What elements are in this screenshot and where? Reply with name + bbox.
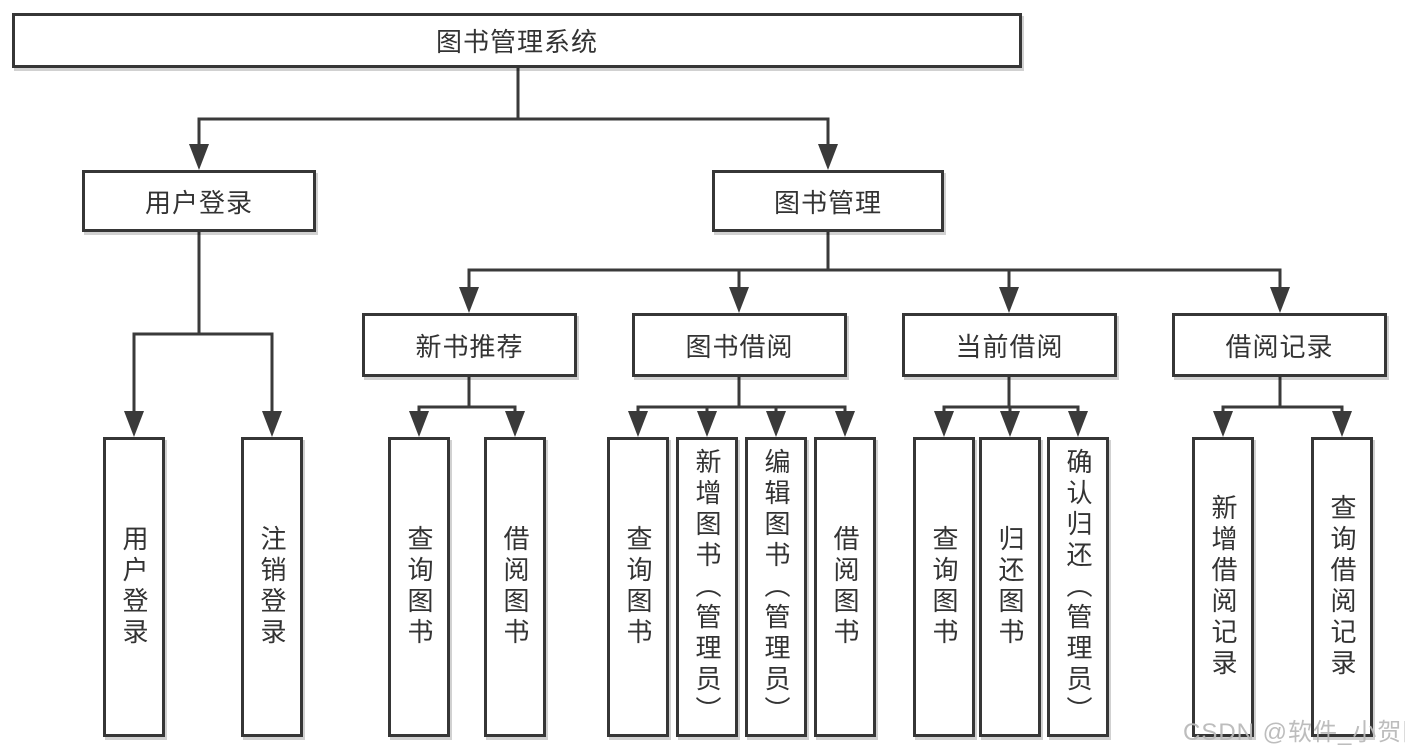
node-user-login: 用户登录 <box>82 170 316 232</box>
node-return-book-label: 归还图书 <box>995 525 1025 649</box>
node-user-login-label: 用户登录 <box>144 187 253 218</box>
connector-book-borrowing-children <box>628 375 855 437</box>
node-user-login-leaf-label: 用户登录 <box>119 525 149 649</box>
node-user-login-leaf: 用户登录 <box>103 437 165 737</box>
node-book-borrowing-label: 图书借阅 <box>685 331 794 362</box>
node-edit-book-admin: 编辑图书（管理员） <box>745 437 807 737</box>
node-query-books-borrowing-label: 查询图书 <box>623 525 653 649</box>
connector-current-borrowing-children <box>934 375 1088 437</box>
node-borrow-books-leaf-label: 借阅图书 <box>830 525 860 649</box>
connector-borrowing-records-children <box>1213 375 1352 437</box>
node-confirm-return-admin: 确认归还（管理员） <box>1047 437 1109 737</box>
node-add-borrow-record-label: 新增借阅记录 <box>1208 494 1238 680</box>
node-confirm-return-admin-label: 确认归还（管理员） <box>1063 447 1093 727</box>
node-current-borrowing: 当前借阅 <box>902 313 1117 377</box>
node-borrow-books-recommend-label: 借阅图书 <box>500 525 530 649</box>
node-current-borrowing-label: 当前借阅 <box>955 331 1064 362</box>
node-borrowing-records-label: 借阅记录 <box>1225 331 1334 362</box>
connector-new-book-recommend-children <box>409 375 525 437</box>
node-borrow-books-leaf: 借阅图书 <box>814 437 876 737</box>
node-root: 图书管理系统 <box>12 13 1022 68</box>
node-edit-book-admin-label: 编辑图书（管理员） <box>761 447 791 727</box>
node-add-borrow-record: 新增借阅记录 <box>1192 437 1254 737</box>
node-query-books-recommend-label: 查询图书 <box>404 525 434 649</box>
node-logout-label: 注销登录 <box>257 525 287 649</box>
node-new-book-recommend: 新书推荐 <box>362 313 577 377</box>
node-borrow-books-recommend: 借阅图书 <box>484 437 546 737</box>
node-add-book-admin: 新增图书（管理员） <box>676 437 738 737</box>
node-borrowing-records: 借阅记录 <box>1172 313 1387 377</box>
node-query-borrow-record-label: 查询借阅记录 <box>1327 494 1357 680</box>
node-book-borrowing: 图书借阅 <box>632 313 847 377</box>
node-query-books-current-label: 查询图书 <box>929 525 959 649</box>
node-book-management: 图书管理 <box>712 170 944 232</box>
node-book-management-label: 图书管理 <box>773 187 882 218</box>
node-root-label: 图书管理系统 <box>435 27 598 57</box>
node-add-book-admin-label: 新增图书（管理员） <box>692 447 722 727</box>
node-return-book: 归还图书 <box>979 437 1041 737</box>
connector-user-login-children <box>124 230 282 437</box>
connector-root-to-level2 <box>189 66 838 170</box>
node-query-books-borrowing: 查询图书 <box>607 437 669 737</box>
node-logout: 注销登录 <box>241 437 303 737</box>
node-new-book-recommend-label: 新书推荐 <box>415 331 524 362</box>
node-query-books-recommend: 查询图书 <box>388 437 450 737</box>
connector-book-management-to-level3 <box>459 230 1290 313</box>
watermark: CSDN @软件_小贺同学 <box>1183 719 1405 746</box>
node-query-books-current: 查询图书 <box>913 437 975 737</box>
node-query-borrow-record: 查询借阅记录 <box>1311 437 1373 737</box>
